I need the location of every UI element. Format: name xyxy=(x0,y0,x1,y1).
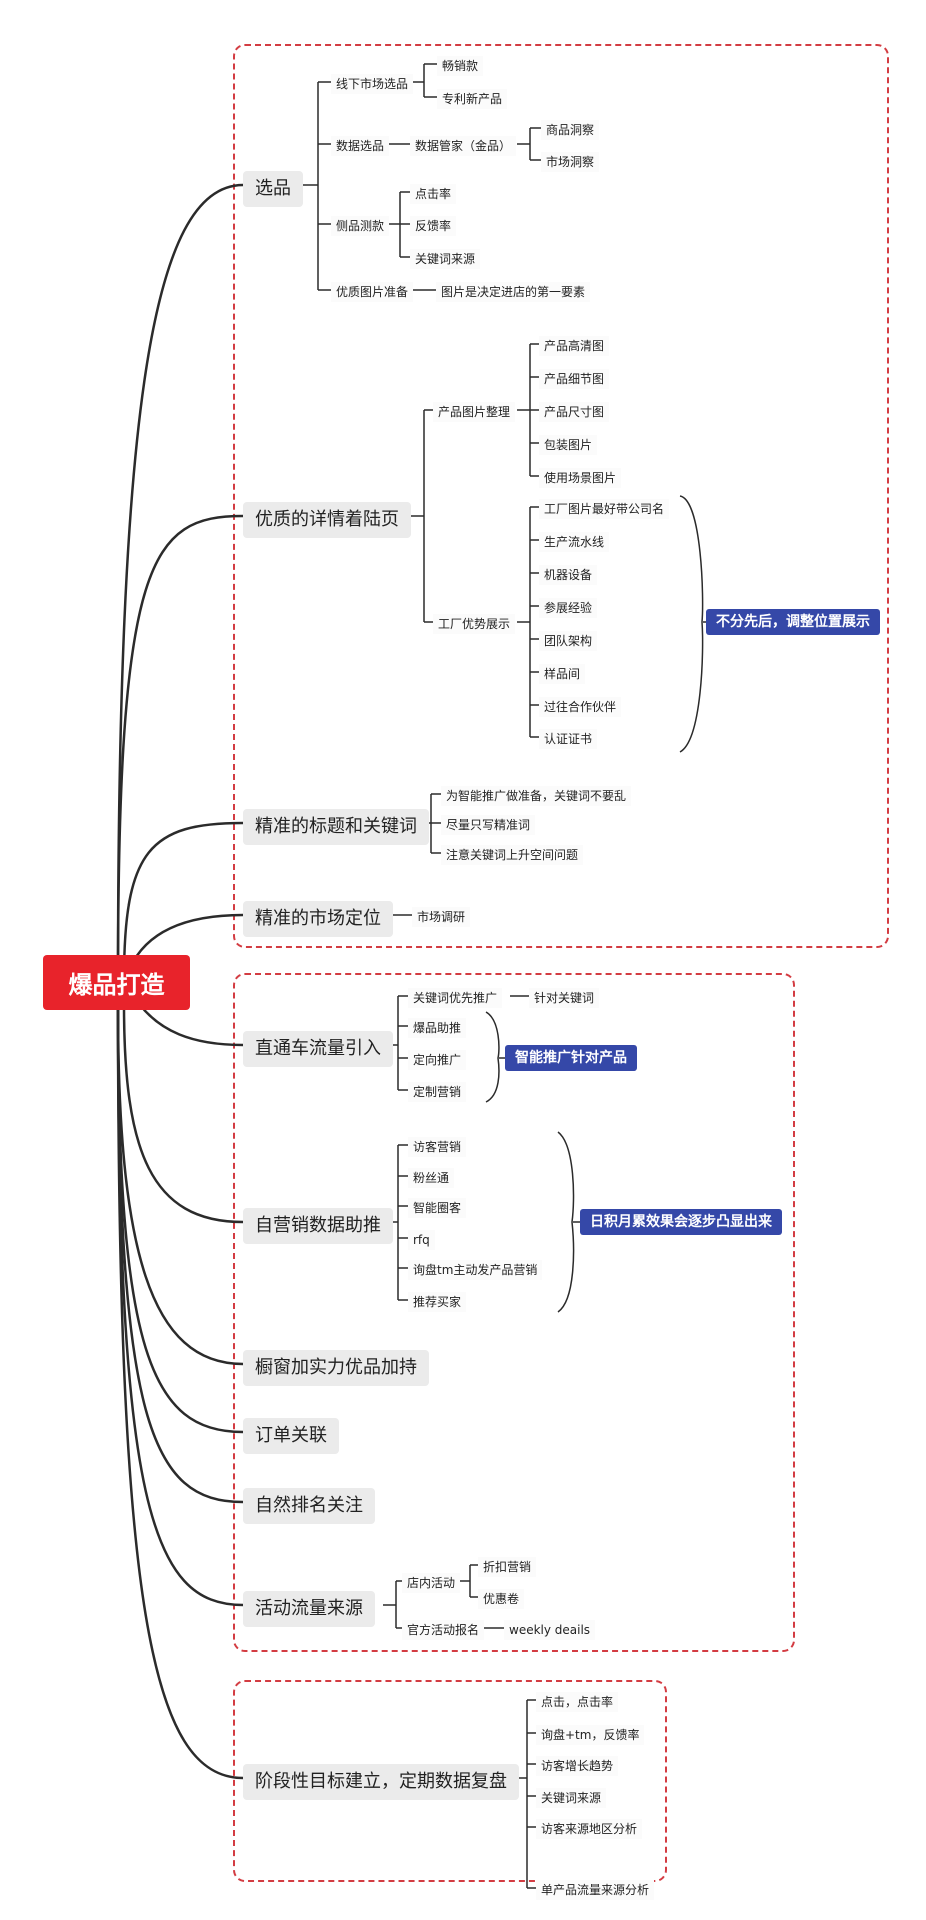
huodong-youhuijuan: 优惠卷 xyxy=(478,1589,525,1609)
topic-xiangqing: 优质的详情着陆页 xyxy=(243,502,411,538)
ziyingxiao-fangke: 访客营销 xyxy=(408,1137,467,1157)
group-frame-review xyxy=(233,1680,667,1882)
ziyingxiao-xunpan: 询盘tm主动发产品营销 xyxy=(408,1260,543,1280)
xuanpin-shichang: 市场洞察 xyxy=(541,152,600,172)
xiangqing-canzhan: 参展经验 xyxy=(539,598,598,618)
xiangqing-youshi: 工厂优势展示 xyxy=(433,614,516,634)
dingwei-a: 市场调研 xyxy=(412,907,471,927)
zhitongche-youxian: 关键词优先推广 xyxy=(408,988,503,1008)
xiangqing-chanpintupian: 产品图片整理 xyxy=(433,402,516,422)
jieduan-e: 访客来源地区分析 xyxy=(536,1819,643,1839)
zhitongche-dingxiang: 定向推广 xyxy=(408,1050,467,1070)
jieduan-b: 询盘+tm，反馈率 xyxy=(536,1725,645,1745)
jieduan-a: 点击，点击率 xyxy=(536,1692,619,1712)
group-frame-listing xyxy=(233,44,889,948)
xuanpin-fankui: 反馈率 xyxy=(410,216,457,236)
topic-biaoti: 精准的标题和关键词 xyxy=(243,809,429,845)
xuanpin-dianji: 点击率 xyxy=(410,184,457,204)
huodong-diannei: 店内活动 xyxy=(402,1573,461,1593)
xiangqing-changjing: 使用场景图片 xyxy=(539,468,622,488)
xiangqing-baozhuang: 包装图片 xyxy=(539,435,598,455)
xiangqing-xijie: 产品细节图 xyxy=(539,369,610,389)
topic-huodong: 活动流量来源 xyxy=(243,1591,375,1627)
xuanpin-changxiao: 畅销款 xyxy=(437,56,484,76)
xiangqing-gongchang: 工厂图片最好带公司名 xyxy=(539,499,670,519)
xiangqing-tuandui: 团队架构 xyxy=(539,631,598,651)
ziyingxiao-note: 日积月累效果会逐步凸显出来 xyxy=(580,1209,782,1235)
xuanpin-shuju: 数据选品 xyxy=(331,136,390,156)
biaoti-a: 为智能推广做准备，关键词不要乱 xyxy=(441,786,632,806)
group-frame-traffic xyxy=(233,973,795,1652)
xuanpin-guanjia: 数据管家（金品） xyxy=(410,136,517,156)
jieduan-f: 单产品流量来源分析 xyxy=(536,1880,655,1900)
jieduan-d: 关键词来源 xyxy=(536,1788,607,1808)
huodong-guanfang: 官方活动报名 xyxy=(402,1620,485,1640)
ziyingxiao-fensi: 粉丝通 xyxy=(408,1168,455,1188)
topic-dingdan: 订单关联 xyxy=(243,1418,339,1454)
xuanpin-tupian: 优质图片准备 xyxy=(331,282,414,302)
xiangqing-liushui: 生产流水线 xyxy=(539,532,610,552)
root-node: 爆品打造 xyxy=(43,955,190,1010)
xuanpin-cepin: 侧品测款 xyxy=(331,216,390,236)
topic-dingwei: 精准的市场定位 xyxy=(243,901,393,937)
ziyingxiao-quanke: 智能圈客 xyxy=(408,1198,467,1218)
ziyingxiao-tuijian: 推荐买家 xyxy=(408,1292,467,1312)
topic-xuanpin: 选品 xyxy=(243,171,303,207)
topic-zhitongche: 直通车流量引入 xyxy=(243,1031,393,1067)
xiangqing-renzheng: 认证证书 xyxy=(539,729,598,749)
zhitongche-note: 智能推广针对产品 xyxy=(505,1045,637,1071)
xiangqing-chicun: 产品尺寸图 xyxy=(539,402,610,422)
biaoti-b: 尽量只写精准词 xyxy=(441,815,536,835)
topic-ziran: 自然排名关注 xyxy=(243,1488,375,1524)
topic-chuchuang: 橱窗加实力优品加持 xyxy=(243,1350,429,1386)
xuanpin-shangpin: 商品洞察 xyxy=(541,120,600,140)
jieduan-c: 访客增长趋势 xyxy=(536,1756,619,1776)
zhitongche-zhutui: 爆品助推 xyxy=(408,1018,467,1038)
huodong-weekly: weekly deails xyxy=(504,1620,596,1640)
zhitongche-dingzhi: 定制营销 xyxy=(408,1082,467,1102)
xuanpin-yaosu: 图片是决定进店的第一要素 xyxy=(436,282,591,302)
huodong-zhekou: 折扣营销 xyxy=(478,1557,537,1577)
xiangqing-yangpin: 样品间 xyxy=(539,664,586,684)
biaoti-c: 注意关键词上升空间问题 xyxy=(441,845,584,865)
xuanpin-xianxia: 线下市场选品 xyxy=(331,74,414,94)
topic-ziyingxiao: 自营销数据助推 xyxy=(243,1208,393,1244)
zhitongche-zhendui: 针对关键词 xyxy=(529,988,600,1008)
xiangqing-jiqi: 机器设备 xyxy=(539,565,598,585)
xiangqing-gaoqing: 产品高清图 xyxy=(539,336,610,356)
xiangqing-note: 不分先后，调整位置展示 xyxy=(706,609,880,635)
ziyingxiao-rfq: rfq xyxy=(408,1230,435,1250)
topic-jieduan: 阶段性目标建立，定期数据复盘 xyxy=(243,1764,519,1800)
xiangqing-huoban: 过往合作伙伴 xyxy=(539,697,622,717)
xuanpin-zhuanli: 专利新产品 xyxy=(437,89,508,109)
xuanpin-laiyuan: 关键词来源 xyxy=(410,249,481,269)
